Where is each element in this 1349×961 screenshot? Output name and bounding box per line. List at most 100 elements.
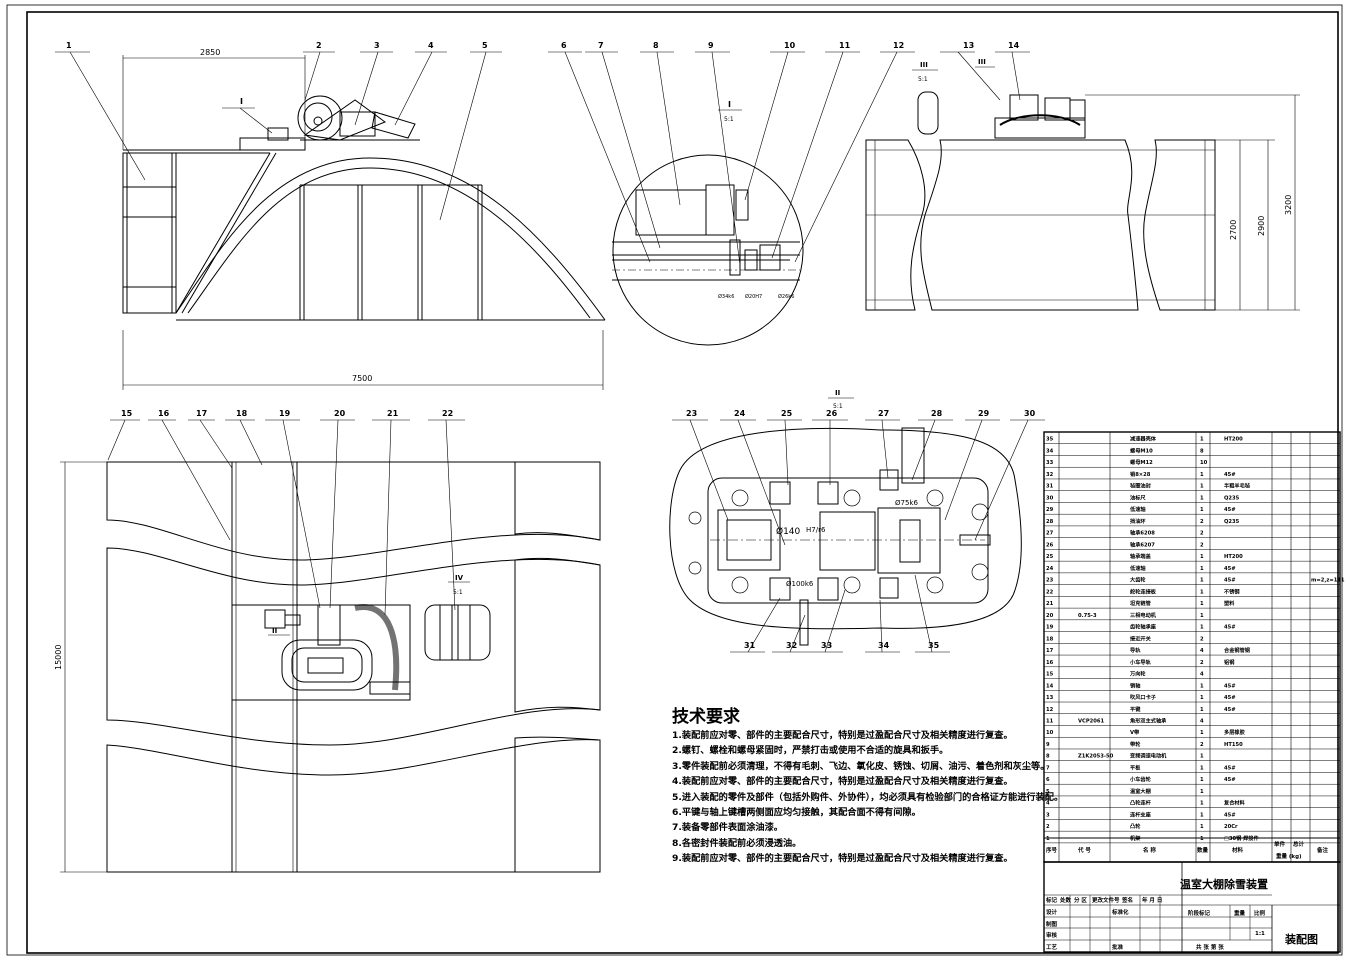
- requirement-item: 6.平键与轴上键槽两侧面应均匀接触，其配合面不得有间隙。: [672, 807, 921, 818]
- part-balloon-15: 15: [121, 409, 133, 418]
- bom-no: 34: [1046, 448, 1054, 454]
- bom-qty: 1: [1200, 707, 1204, 713]
- dim-dia-3: Ø100k6: [786, 580, 814, 588]
- requirement-item: 9.装配前应对零、部件的主要配合尺寸，特别是过盈配合尺寸及相关精度进行复查。: [672, 853, 1013, 865]
- bom-name: 低速轴: [1129, 505, 1146, 513]
- bom-no: 15: [1046, 672, 1054, 678]
- tb-sheets: 共 张 第 张: [1196, 943, 1224, 951]
- front-elevation-view: [55, 51, 606, 390]
- part-balloon-32: 32: [786, 641, 797, 650]
- bom-no: 23: [1046, 578, 1054, 584]
- bom-name: 毡圈油封: [1130, 482, 1152, 490]
- bom-no: 16: [1046, 660, 1054, 666]
- part-balloon-2: 2: [316, 41, 322, 50]
- bom-no: 2: [1046, 824, 1050, 830]
- bom-header-code: 代 号: [1077, 846, 1091, 854]
- dim-height-1: 2700: [1229, 220, 1238, 240]
- tb-draw: 制图: [1046, 920, 1058, 928]
- bom-material: 不锈钢: [1224, 587, 1240, 595]
- bom-material: 45#: [1224, 566, 1236, 572]
- bom-no: 6: [1046, 777, 1050, 783]
- bom-qty: 2: [1200, 542, 1204, 548]
- view-IV-label: IV: [455, 574, 464, 582]
- bom-qty: 1: [1200, 683, 1204, 689]
- bom-material: 45#: [1224, 578, 1236, 584]
- bom-name: 吹风口卡子: [1130, 693, 1157, 701]
- title-block-frame: [1043, 861, 1341, 953]
- bom-name: 减速器壳体: [1130, 435, 1157, 443]
- bom-no: 4: [1046, 801, 1050, 807]
- dim-small-3: Ø26k6: [778, 293, 794, 300]
- bom-material: 45#: [1224, 472, 1236, 478]
- requirement-item: 2.螺钉、螺栓和螺母紧固时，严禁打击或使用不合适的旋具和扳手。: [672, 745, 949, 757]
- bom-no: 12: [1046, 707, 1054, 713]
- bom-qty: 4: [1200, 719, 1204, 725]
- tb-zone: 分 区: [1074, 896, 1087, 904]
- bom-qty: 1: [1200, 789, 1204, 795]
- bom-header-note: 备注: [1316, 846, 1329, 854]
- bom-no: 11: [1046, 719, 1054, 725]
- part-balloon-31: 31: [744, 641, 756, 650]
- bom-header-mat: 材料: [1232, 846, 1244, 854]
- bom-name: 变频调速电动机: [1130, 752, 1167, 760]
- bom-qty: 1: [1200, 601, 1204, 607]
- part-balloon-4: 4: [428, 41, 434, 50]
- requirement-item: 5.进入装配的零件及部件（包括外购件、外协件），均必须具有检验部门的合格证方能进…: [672, 791, 1064, 803]
- part-balloon-6: 6: [561, 41, 567, 50]
- bom-qty: 1: [1200, 495, 1204, 501]
- requirement-item: 1.装配前应对零、部件的主要配合尺寸，特别是过盈配合尺寸及相关精度进行复查。: [672, 730, 1013, 741]
- detail-II-label: II: [835, 389, 840, 397]
- requirements-title: 技术要求: [672, 707, 740, 727]
- bom-material: 多层橡胶: [1224, 728, 1246, 736]
- part-balloon-23: 23: [686, 409, 697, 418]
- tb-process: 工艺: [1046, 943, 1058, 951]
- inner-border: [26, 11, 1339, 954]
- bom-qty: 1: [1200, 801, 1204, 807]
- part-balloon-13: 13: [963, 41, 974, 50]
- bom-no: 28: [1046, 519, 1054, 525]
- bom-qty: 2: [1200, 742, 1204, 748]
- bom-qty: 1: [1200, 695, 1204, 701]
- bom-name: 带轮: [1130, 740, 1141, 748]
- tb-scale: 1:1: [1255, 931, 1265, 937]
- bom-no: 25: [1046, 554, 1054, 560]
- bom-name: 销8×28: [1130, 470, 1151, 478]
- tb-design: 设计: [1046, 908, 1058, 916]
- part-balloon-10: 10: [784, 41, 796, 50]
- part-balloon-26: 26: [826, 409, 838, 418]
- dim-length: 15000: [54, 645, 63, 670]
- bom-qty: 1: [1200, 765, 1204, 771]
- bom-qty: 1: [1200, 777, 1204, 783]
- part-balloon-3: 3: [374, 41, 380, 50]
- bom-no: 3: [1046, 812, 1050, 818]
- view-III-label: III: [978, 58, 986, 66]
- dim-width-total: 7500: [352, 374, 372, 383]
- bom-qty: 4: [1200, 648, 1204, 654]
- tb-sign: 签名: [1121, 896, 1133, 904]
- detail-I-label: I: [728, 100, 731, 109]
- bom-material: 铝钢: [1224, 658, 1234, 666]
- tb-standardize: 标准化: [1111, 908, 1129, 916]
- part-balloon-20: 20: [334, 409, 346, 418]
- tb-mark: 标记: [1045, 896, 1058, 904]
- dim-height-2: 2900: [1257, 216, 1266, 236]
- bom-qty: 4: [1200, 672, 1204, 678]
- bom-qty: 1: [1200, 754, 1204, 760]
- dim-small-2: Ø20H7: [745, 293, 762, 300]
- bom-no: 33: [1046, 460, 1054, 466]
- tb-drawing-type: 装配图: [1284, 932, 1318, 946]
- part-balloon-12: 12: [893, 41, 904, 50]
- bom-name: 销轴: [1130, 681, 1140, 689]
- bom-qty: 2: [1200, 636, 1204, 642]
- outer-border: [6, 4, 1343, 956]
- bom-qty: 1: [1200, 625, 1204, 631]
- bom-name: 轴承6207: [1130, 540, 1155, 548]
- part-balloon-34: 34: [878, 641, 890, 650]
- bom-qty: 1: [1200, 824, 1204, 830]
- requirement-item: 3.零件装配前必须清理，不得有毛刺、飞边、氧化皮、锈蚀、切屑、油污、着色剂和灰尘…: [672, 760, 1050, 772]
- bom-no: 22: [1046, 589, 1054, 595]
- requirement-item: 4.装配前应对零、部件的主要配合尺寸，特别是过盈配合尺寸及相关精度进行复查。: [672, 776, 1013, 788]
- requirement-item: 8.各密封件装配前必须浸透油。: [672, 837, 802, 849]
- bom-qty: 2: [1200, 519, 1204, 525]
